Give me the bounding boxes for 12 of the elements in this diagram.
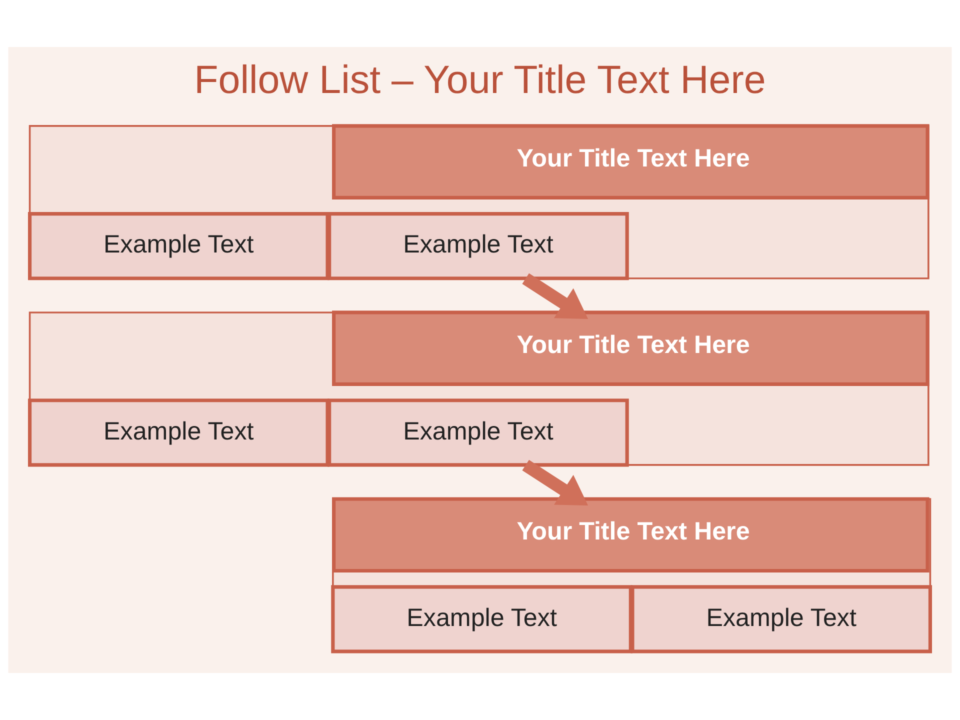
node-box: Example Text: [331, 585, 632, 654]
diagram-title: Follow List – Your Title Text Here: [194, 58, 766, 102]
arrow: [522, 460, 588, 506]
node-box: Example Text: [28, 398, 330, 467]
node-box: Your Title Text Here: [332, 124, 930, 200]
arrow: [522, 273, 588, 319]
node-box: Example Text: [328, 212, 629, 280]
node-box: Example Text: [28, 212, 330, 280]
node-box: Example Text: [630, 585, 932, 654]
node-box: Your Title Text Here: [332, 310, 930, 386]
node-box: Your Title Text Here: [332, 497, 930, 573]
node-box: Example Text: [328, 398, 629, 467]
